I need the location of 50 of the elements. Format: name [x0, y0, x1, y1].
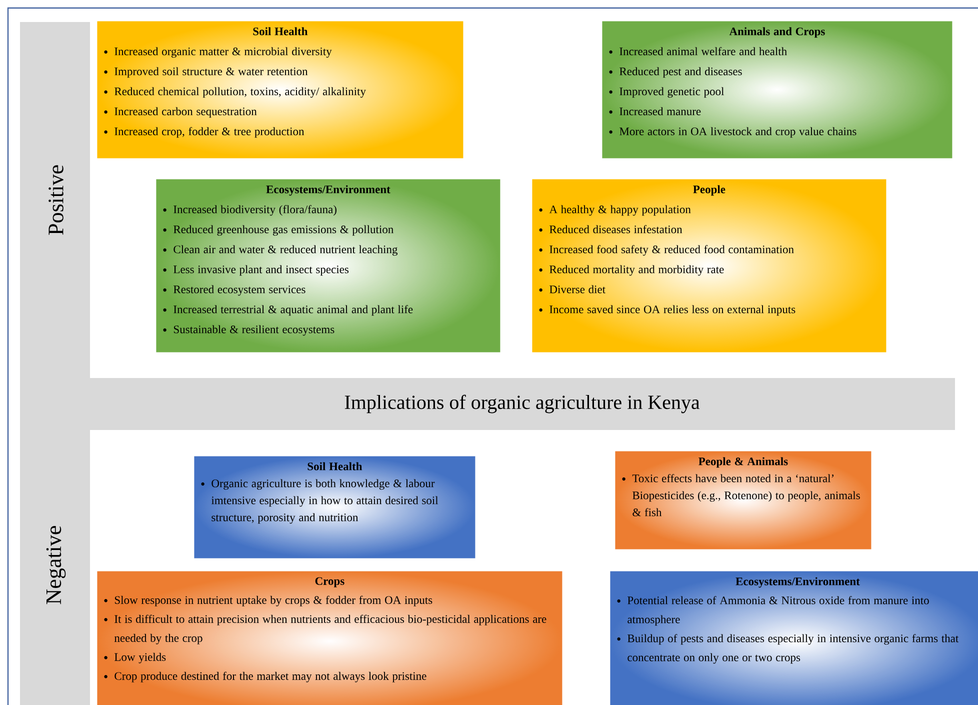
box-heading: People	[693, 185, 726, 196]
bullet-item: Increased carbon sequestration	[114, 107, 257, 118]
info-box	[104, 577, 546, 682]
bullet-item: Increased biodiversity (flora/fauna)	[174, 205, 336, 216]
bullet-item: Reduced greenhouse gas emissions & pollution	[174, 225, 394, 236]
bullet-item: Toxic effects have been noted in a ‘natural’ Biopesticides (e.g., Rotenone) to people, animals & fish	[632, 474, 860, 516]
bullet-item: Increased food safety & reduced food contamination	[550, 245, 794, 256]
bullet-item: Reduced mortality and morbidity rate	[550, 265, 724, 276]
bullet-item: Crop produce destined for the market may not always look pristine	[114, 672, 426, 682]
box-heading: Soil Health	[253, 27, 308, 36]
info-box	[622, 457, 860, 516]
bullet-item: Diverse diet	[550, 285, 606, 294]
bullet-item: Sustainable & resilient ecosystems	[174, 325, 334, 336]
bullet-item: Slow response in nutrient uptake by crops & fodder from OA inputs	[114, 596, 432, 606]
bullet-item: Income saved since OA relies less on external inputs	[550, 305, 796, 316]
bullet-item: Reduced diseases infestation	[550, 225, 682, 234]
info-box	[539, 185, 796, 316]
box-heading: Crops	[315, 577, 344, 588]
bullet-item: Increased terrestrial & aquatic animal and plant life	[174, 305, 413, 316]
info-box	[609, 27, 856, 138]
bullet-item: Buildup of pests and diseases especially in intensive organic farms that concentrate on only one or two crops	[628, 634, 959, 664]
bullet-item: Increased crop, fodder & tree production	[114, 127, 304, 138]
bullet-item: More actors in OA livestock and crop value chains	[620, 127, 856, 138]
bullet-item: Restored ecosystem services	[174, 285, 306, 296]
info-box	[104, 27, 366, 138]
bullet-item: Increased manure	[620, 107, 701, 116]
bullet-item: Potential release of Ammonia & Nitrous oxide from manure into atmosphere	[628, 596, 929, 626]
side-label: Positive	[48, 165, 64, 235]
info-box	[163, 185, 413, 336]
info-box	[617, 577, 959, 664]
title-band: Implications of organic agriculture in Kenya	[90, 378, 955, 430]
box-heading: Ecosystems/Environment	[266, 185, 390, 196]
bullet-item: Reduced pest and diseases	[620, 67, 742, 78]
box-heading: Ecosystems/Environment	[736, 577, 860, 588]
box-heading: Soil Health	[308, 462, 362, 470]
bullet-item: Organic agriculture is both knowledge & labour imtensive especially in how to attain desired soil structure, porosity and nutrition	[211, 479, 438, 524]
bullet-item: Increased animal welfare and health	[620, 47, 787, 56]
bullet-item: A healthy & happy population	[549, 205, 691, 216]
bullet-item: Improved soil structure & water retention	[114, 67, 308, 78]
box-heading: People & Animals	[698, 457, 788, 468]
bullet-item: Low yields	[114, 652, 166, 664]
bullet-item: Clean air and water & reduced nutrient leaching	[174, 245, 398, 256]
bullet-item: Less invasive plant and insect species	[174, 265, 348, 276]
bullet-item: It is difficult to attain precision when nutrients and efficacious bio-pesticidal applications are needed by the crop	[114, 614, 546, 644]
bullet-item: Improved genetic pool	[620, 87, 724, 98]
info-box	[201, 462, 438, 524]
side-label: Negative	[46, 526, 66, 604]
box-heading: Animals and Crops	[729, 27, 825, 38]
bullet-item: Reduced chemical pollution, toxins, acidity/ alkalinity	[114, 87, 366, 98]
bullet-item: Increased organic matter & microbial diversity	[114, 47, 332, 58]
